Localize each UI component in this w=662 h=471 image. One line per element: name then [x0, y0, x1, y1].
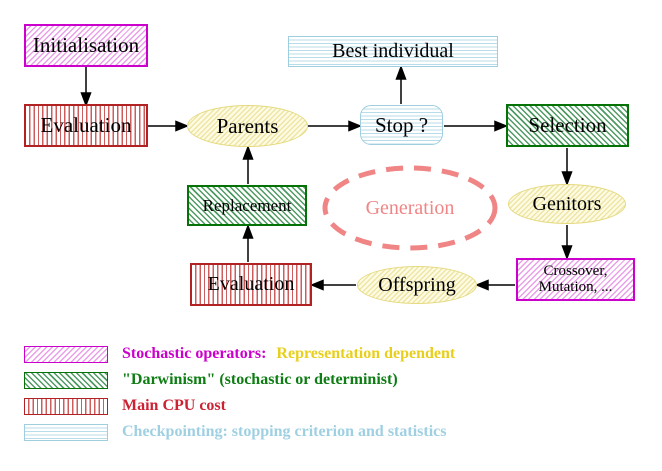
- legend-swatch-main-cpu-cost: [24, 398, 108, 415]
- arrow-genitors-to-crossover: [561, 225, 573, 261]
- node-parents: Parents: [187, 105, 308, 147]
- node-crossover-mutation: Crossover, Mutation, ...: [516, 258, 635, 301]
- node-evaluation-top: Evaluation: [24, 104, 148, 147]
- node-selection: Selection: [506, 104, 629, 147]
- legend-swatch-darwinism: [24, 372, 108, 389]
- generation-dashed-ellipse: [322, 165, 498, 251]
- legend-text-stochastic-operators: Stochastic operators:: [122, 345, 267, 362]
- arrow-crossover-to-offspring: [475, 279, 515, 291]
- node-replacement: Replacement: [187, 185, 307, 226]
- node-genitors: Genitors: [508, 184, 626, 224]
- crossover-line2: Mutation, ...: [538, 278, 613, 295]
- arrow-parents-to-stop: [308, 120, 362, 132]
- node-initialisation: Initialisation: [24, 24, 148, 67]
- generation-label: Generation: [365, 197, 455, 219]
- node-stop: Stop ?: [360, 105, 443, 145]
- crossover-line1: Crossover,: [543, 262, 608, 279]
- arrow-offspring-to-evaluation: [310, 279, 356, 291]
- legend-label-darwinism: "Darwinism" (stochastic or determinist): [122, 371, 398, 388]
- arrow-replacement-to-parents: [242, 144, 254, 184]
- arrow-selection-to-genitors: [561, 148, 573, 187]
- node-offspring: Offspring: [357, 266, 477, 304]
- legend-swatch-checkpointing: [24, 424, 108, 441]
- arrow-stop-to-selection: [444, 120, 508, 132]
- arrow-initialisation-to-evaluation: [80, 67, 92, 108]
- legend-text-representation-dependent: Representation dependent: [276, 345, 456, 362]
- node-evaluation-bottom: Evaluation: [190, 263, 312, 306]
- arrow-evaluation-to-replacement: [242, 223, 254, 262]
- legend-label-checkpointing: Checkpointing: stopping criterion and st…: [122, 423, 447, 440]
- legend-label-stochastic-operators: Stochastic operators: Representation depe…: [122, 344, 455, 363]
- legend-swatch-stochastic-operators: [24, 346, 108, 363]
- node-best-individual: Best individual: [288, 36, 498, 67]
- arrow-stop-to-best-individual: [395, 64, 407, 104]
- arrow-evaluation-to-parents: [148, 120, 189, 132]
- legend-label-main-cpu-cost: Main CPU cost: [122, 397, 226, 414]
